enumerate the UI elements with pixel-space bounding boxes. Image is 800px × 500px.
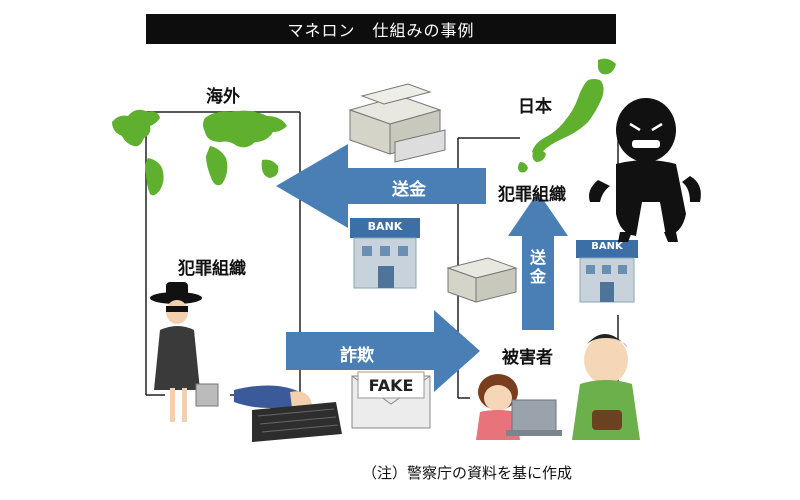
masked-criminal-icon (589, 98, 701, 242)
fake-label: FAKE (368, 376, 414, 395)
victim-man-icon (572, 334, 640, 440)
money-stack-mid-icon (446, 257, 518, 303)
japan-label: 日本 (518, 97, 552, 117)
overseas-label: 海外 (206, 87, 240, 107)
fake-envelope-icon (351, 371, 431, 429)
remit-up-char: 送 (529, 248, 546, 267)
victims-label: 被害者 (502, 348, 553, 368)
japan-map-icon (518, 58, 616, 173)
japan-org-label: 犯罪組織 (498, 185, 566, 205)
victim-girl-icon (476, 374, 562, 440)
bank-sign-right: BANK (591, 241, 623, 252)
remit-left-arrow (276, 144, 486, 228)
bank-building-left-icon (350, 218, 420, 289)
world-map-icon (112, 109, 287, 196)
remit-up-label: 送金 (528, 248, 548, 286)
fraud-arrow (286, 310, 480, 392)
fraud-label: 詐欺 (340, 346, 374, 366)
source-note: （注）警察庁の資料を基に作成 (362, 464, 573, 482)
remit-up-arrow (508, 192, 568, 330)
bank-building-right-icon (576, 240, 638, 303)
remit-left-label: 送金 (392, 180, 426, 200)
diagram-title: マネロン 仕組みの事例 (287, 21, 475, 40)
overseas-org-label: 犯罪組織 (178, 259, 246, 279)
criminal-face-icon (629, 122, 663, 148)
title-bar: マネロン 仕組みの事例 (146, 14, 616, 44)
money-stack-top-icon (348, 83, 446, 163)
bank-sign-left: BANK (367, 220, 403, 233)
remit-up-char: 金 (529, 267, 546, 286)
spy-woman-icon (150, 282, 219, 422)
keyboard-hand-icon (234, 385, 342, 442)
